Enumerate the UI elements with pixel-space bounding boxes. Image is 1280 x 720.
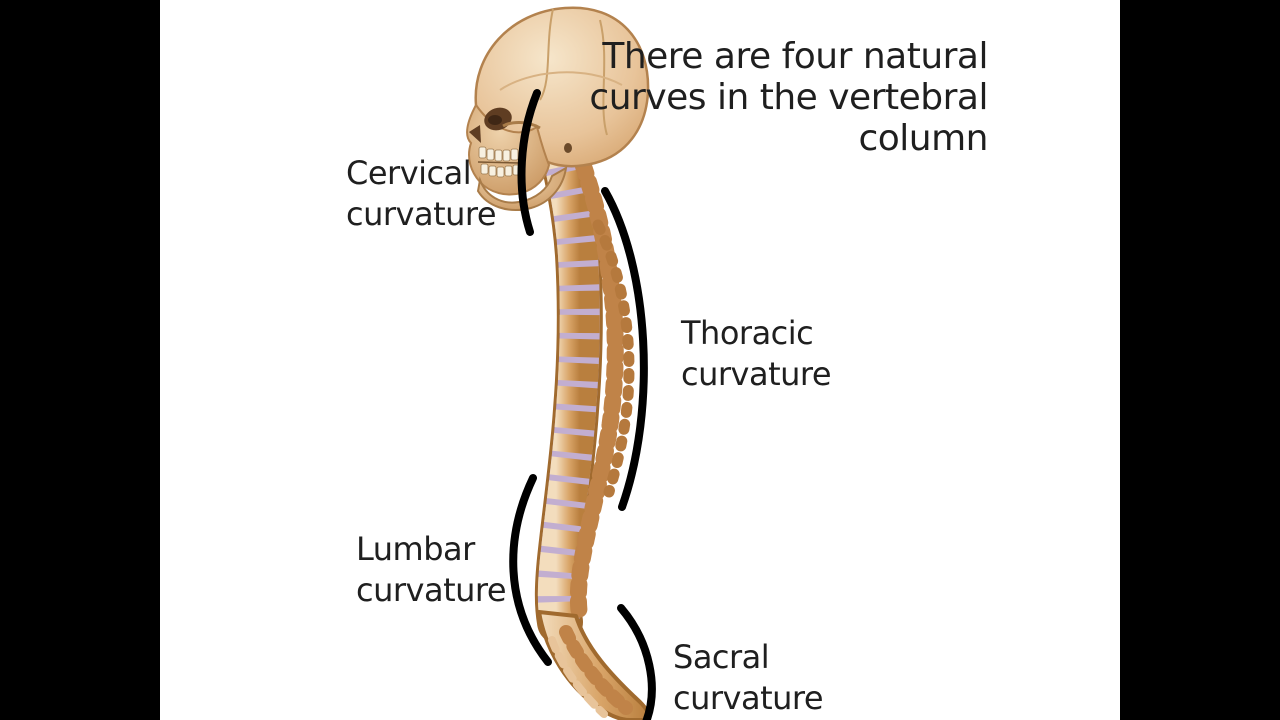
mandible — [476, 166, 568, 211]
label-line: Lumbar — [356, 530, 475, 568]
label-line: curvature — [673, 679, 824, 717]
letterbox-left — [0, 0, 160, 720]
vertebral-column — [533, 102, 651, 720]
nasal-aperture — [469, 125, 481, 143]
sacrum — [537, 610, 651, 720]
label-line: Cervical — [346, 154, 472, 192]
label-line: Sacral — [673, 638, 770, 676]
sacral-arc — [617, 604, 656, 720]
label-line: curvature — [346, 195, 497, 233]
label-lumbar-curvature: Lumbar curvature — [356, 529, 507, 611]
skull — [466, 6, 650, 211]
eye-socket-inner — [488, 115, 502, 125]
ear-canal — [564, 143, 572, 153]
thoracic-long-processes — [592, 219, 635, 498]
label-line: Thoracic — [681, 314, 814, 352]
mouth-line — [477, 161, 522, 164]
label-cervical-curvature: Cervical curvature — [346, 153, 497, 235]
label-sacral-curvature: Sacral curvature — [673, 637, 824, 719]
curvature-arcs — [509, 89, 656, 720]
label-line: curvature — [356, 571, 507, 609]
vertebral-bodies — [536, 120, 600, 626]
temporal-line — [499, 71, 623, 91]
skull-suture-line — [599, 19, 608, 136]
zygomatic-arch — [502, 121, 541, 130]
caption: There are four natural curves in the ver… — [589, 36, 988, 159]
spinous-processes — [569, 141, 624, 627]
cervical-arc — [517, 89, 541, 236]
lumbar-arc — [509, 474, 552, 666]
caption-line: curves in the vertebral — [589, 77, 988, 118]
skull-suture-line — [539, 8, 554, 101]
label-line: curvature — [681, 355, 832, 393]
caption-line: There are four natural — [602, 36, 988, 77]
letterbox-right — [1120, 0, 1280, 720]
label-thoracic-curvature: Thoracic curvature — [681, 313, 832, 395]
caption-line: column — [858, 118, 988, 159]
teeth — [478, 146, 521, 178]
thoracic-arc — [601, 187, 648, 511]
